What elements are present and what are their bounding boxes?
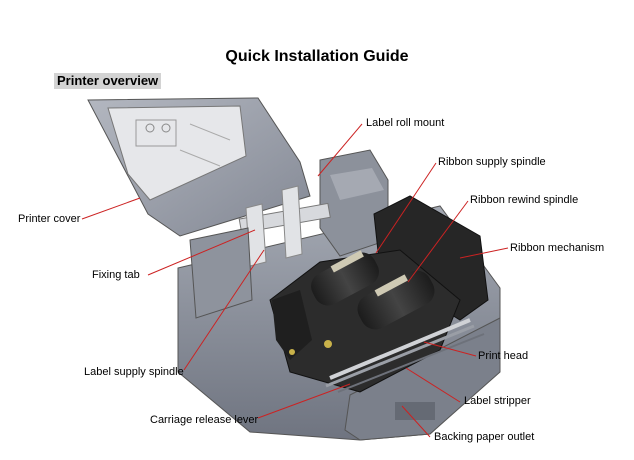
page-title: Quick Installation Guide bbox=[225, 48, 409, 65]
leader-ribbon-supply-spindle bbox=[375, 162, 437, 254]
leader-ribbon-rewind-spindle bbox=[407, 200, 469, 283]
callout-backing-paper-outlet: Backing paper outlet bbox=[434, 431, 535, 443]
leader-printer-cover bbox=[81, 197, 141, 220]
leader-label-stripper bbox=[405, 367, 461, 403]
callout-label-roll-mount: Label roll mount bbox=[366, 117, 445, 129]
leader-label-roll-mount bbox=[317, 123, 363, 177]
callout-print-head: Print head bbox=[478, 350, 529, 362]
leader-label-supply-spindle bbox=[183, 249, 265, 371]
callout-ribbon-mechanism: Ribbon mechanism bbox=[510, 242, 605, 254]
leader-fixing-tab bbox=[147, 229, 256, 276]
leader-ribbon-mechanism bbox=[459, 247, 509, 259]
leader-carriage-release-lever bbox=[257, 383, 351, 419]
leader-lines bbox=[81, 123, 509, 438]
callout-ribbon-rewind-spindle: Ribbon rewind spindle bbox=[470, 194, 579, 206]
print-head-shape bbox=[325, 318, 485, 393]
callout-ribbon-supply-spindle: Ribbon supply spindle bbox=[438, 156, 546, 168]
leader-print-head bbox=[423, 341, 477, 357]
ribbon-mechanism-shape bbox=[269, 195, 489, 393]
callout-label-supply-spindle: Label supply spindle bbox=[84, 366, 184, 378]
leader-backing-paper-outlet bbox=[401, 405, 431, 438]
callout-fixing-tab: Fixing tab bbox=[92, 269, 140, 281]
callout-label-stripper: Label stripper bbox=[464, 395, 531, 407]
callout-carriage-release-lever: Carriage release lever bbox=[150, 414, 259, 426]
section-heading: Printer overview bbox=[54, 73, 162, 89]
callout-printer-cover: Printer cover bbox=[18, 213, 81, 225]
printer-cover-shape bbox=[87, 97, 311, 237]
